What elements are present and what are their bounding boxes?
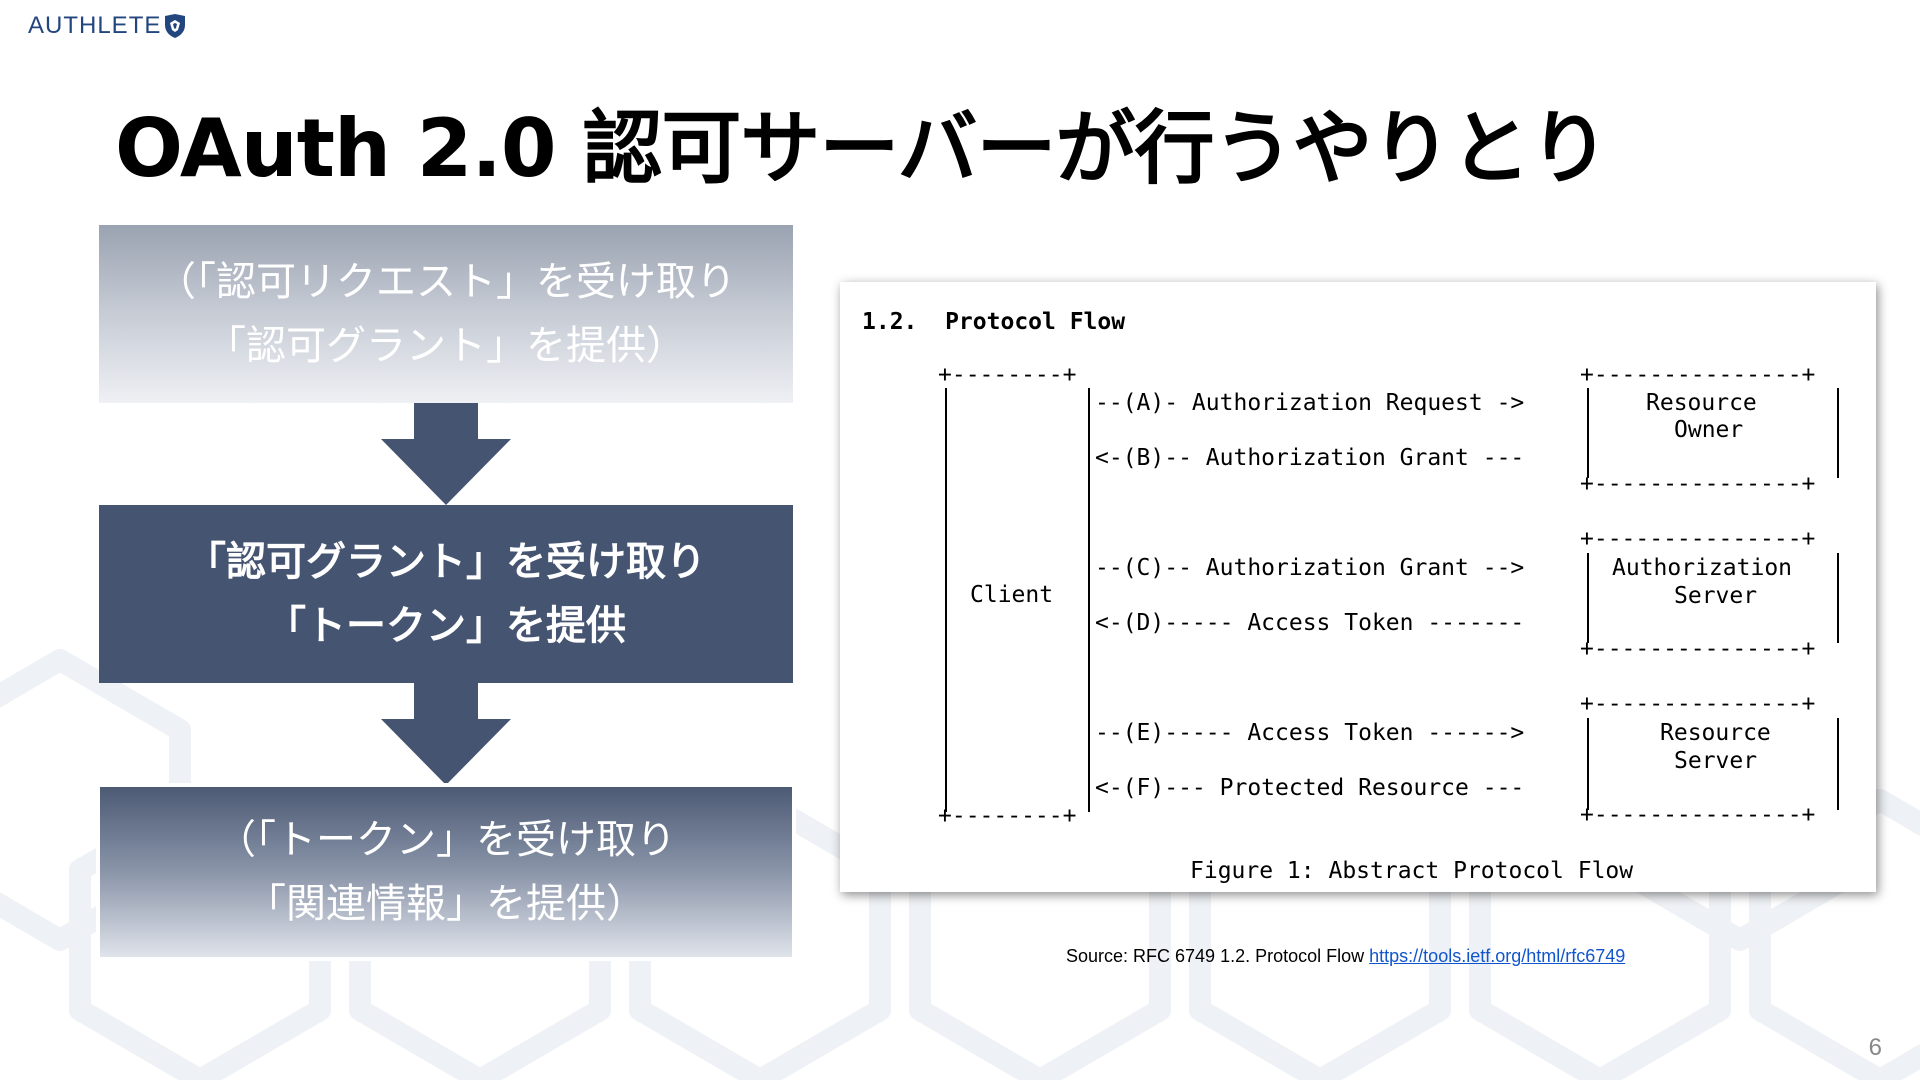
party-box-edge: +---------------+ [1580,691,1815,717]
figure-caption: Figure 1: Abstract Protocol Flow [1190,858,1633,884]
client-box-edge: +--------+ [938,362,1076,388]
page-number: 6 [1868,1034,1882,1061]
flow-step-line: （「認可リクエスト」を受け取り [156,259,736,305]
down-arrow-icon [381,683,511,785]
party-label: Server [1674,748,1757,774]
rfc-protocol-flow-figure: 1.2. Protocol Flow +--------+ +--------+… [840,282,1876,892]
figure-heading: 1.2. Protocol Flow [862,309,1125,335]
party-box-edge: +---------------+ [1580,471,1815,497]
flow-step-line: （「トークン」を受け取り [216,817,676,863]
party-box-edge: +---------------+ [1580,802,1815,828]
flow-step-line: 「関連情報」を提供） [246,881,646,927]
flow-step-line: 「トークン」を提供 [266,603,626,649]
message-d: <-(D)----- Access Token ------- [1095,610,1524,636]
flow-step-line: 「認可グラント」を提供） [206,323,686,369]
message-c: --(C)-- Authorization Grant --> [1095,555,1524,581]
flow-step-authorization-request: （「認可リクエスト」を受け取り 「認可グラント」を提供） [99,225,793,403]
page-title: OAuth 2.0 認可サーバーが行うやりとり [115,102,1610,195]
flow-step-token-issuance: 「認可グラント」を受け取り 「トークン」を提供 [99,505,793,683]
party-box-edge: +---------------+ [1580,362,1815,388]
source-link[interactable]: https://tools.ietf.org/html/rfc6749 [1369,946,1626,966]
party-label: Server [1674,583,1757,609]
party-label: Owner [1674,417,1743,443]
logo-text: AUTHLETE [28,12,162,39]
flow-step-line: 「認可グラント」を受け取り [186,539,706,585]
message-e: --(E)----- Access Token ------> [1095,720,1524,746]
party-box-edge: +---------------+ [1580,636,1815,662]
party-label: Authorization [1612,555,1792,581]
source-text: Source: RFC 6749 1.2. Protocol Flow [1066,946,1365,966]
client-box-edge: +--------+ [938,803,1076,829]
party-box-edge: +---------------+ [1580,526,1815,552]
message-f: <-(F)--- Protected Resource --- [1095,775,1524,801]
down-arrow-icon [381,403,511,505]
party-label: Resource [1660,720,1771,746]
shield-logo-icon [165,14,186,38]
protocol-flow-diagram: 1.2. Protocol Flow +--------+ +--------+… [862,309,1839,884]
message-a: --(A)- Authorization Request -> [1095,390,1524,416]
authlete-logo: AUTHLETE [28,12,187,40]
source-citation: Source: RFC 6749 1.2. Protocol Flow http… [1066,946,1625,967]
flow-step-token-introspection: （「トークン」を受け取り 「関連情報」を提供） [96,783,796,961]
party-label: Resource [1646,390,1757,416]
client-label: Client [970,582,1053,608]
message-b: <-(B)-- Authorization Grant --- [1095,445,1524,471]
